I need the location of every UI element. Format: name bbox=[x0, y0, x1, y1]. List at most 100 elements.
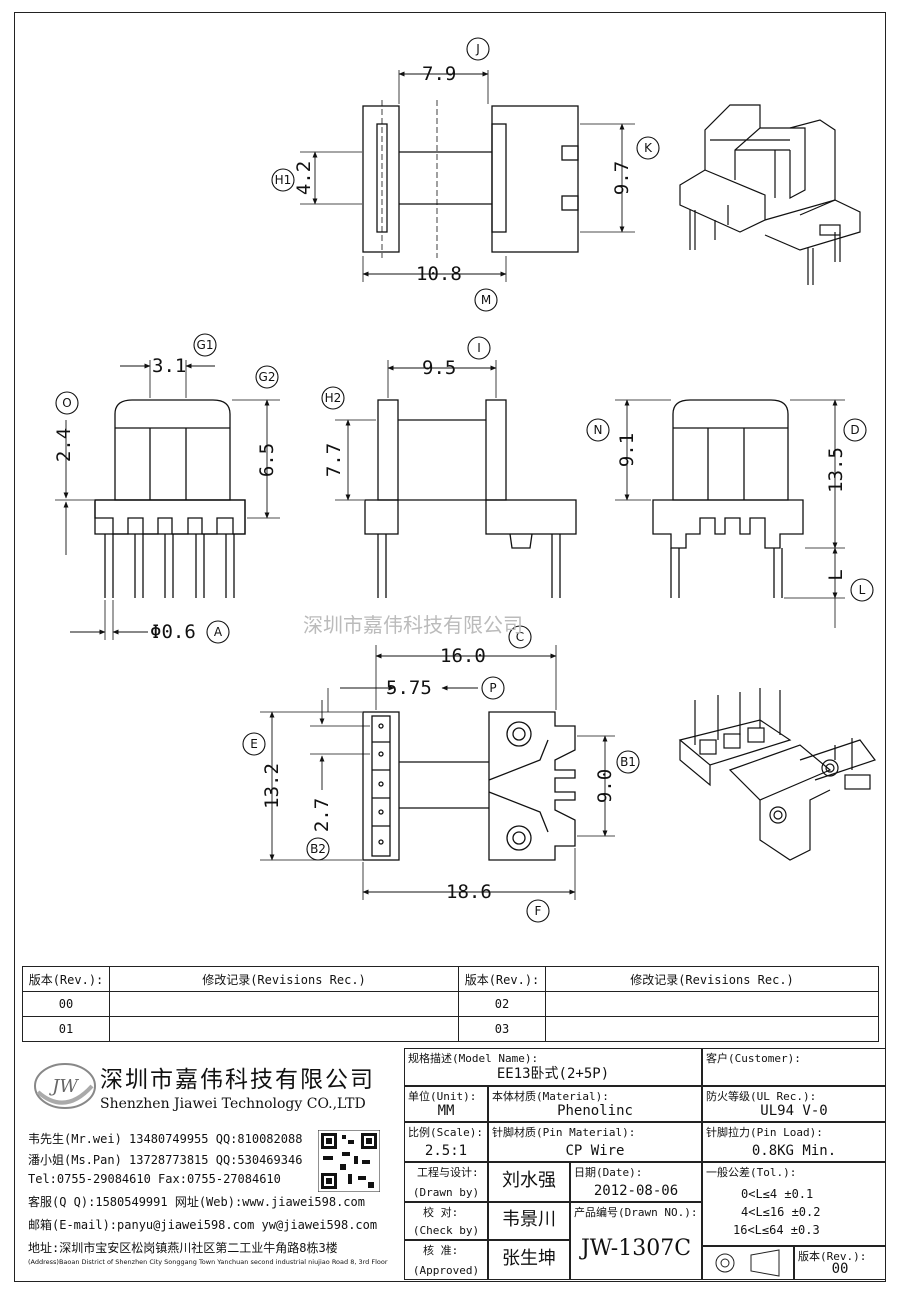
dim-i: 9.5 bbox=[422, 357, 456, 379]
dim-l: L bbox=[825, 569, 847, 580]
spec-grid: 规格描述(Model Name): EE13卧式(2+5P) 客户(Custom… bbox=[404, 1048, 886, 1280]
company-name-cn: 深圳市嘉伟科技有限公司 bbox=[100, 1067, 375, 1093]
pin-load-value: 0.8KG Min. bbox=[751, 1143, 837, 1159]
rec-header-1: 修改记录(Revisions Rec.) bbox=[109, 966, 459, 992]
dim-g1: 3.1 bbox=[152, 355, 186, 377]
dim-a: Φ0.6 bbox=[150, 621, 196, 643]
tolerance-row-2: 4<L≤16 ±0.2 bbox=[741, 1205, 821, 1219]
rev-header-1: 版本(Rev.): bbox=[22, 966, 110, 992]
dim-k: 9.7 bbox=[611, 161, 633, 195]
revision-table: 版本(Rev.): 修改记录(Revisions Rec.) 版本(Rev.):… bbox=[22, 966, 879, 1042]
dim-f: 18.6 bbox=[446, 881, 492, 903]
rec-cell bbox=[109, 991, 459, 1017]
dim-n: 9.1 bbox=[616, 433, 638, 467]
check-label: 校 对: bbox=[423, 1206, 459, 1219]
pin-material-value: CP Wire bbox=[565, 1143, 625, 1159]
callout-a: A bbox=[214, 625, 223, 639]
isometric-view-top bbox=[679, 104, 861, 285]
drawn-label: 工程与设计: bbox=[417, 1166, 479, 1179]
model-value: EE13卧式(2+5P) bbox=[496, 1066, 610, 1082]
callout-e: E bbox=[250, 737, 258, 751]
scale-cell: 比例(Scale): 2.5:1 bbox=[404, 1122, 488, 1162]
logo-text: JW bbox=[48, 1076, 79, 1097]
callout-d: D bbox=[850, 423, 859, 437]
tolerance-cell: 一般公差(Tol.): 0<L≤4 ±0.1 4<L≤16 ±0.2 16<L≤… bbox=[702, 1162, 886, 1246]
drawn-by-cell: 工程与设计: (Drawn by) bbox=[404, 1162, 488, 1202]
approve-by-value-cell: 张生坤 bbox=[488, 1240, 570, 1280]
projection-symbol-icon bbox=[715, 1249, 780, 1277]
pin-load-label: 针脚拉力(Pin Load): bbox=[706, 1126, 823, 1139]
technical-drawing: 7.9 4.2 9.7 10.8 3.1 2.4 6.5 Φ0.6 9.5 7.… bbox=[53, 37, 876, 923]
customer-label: 客户(Customer): bbox=[706, 1052, 801, 1065]
callout-b1: B1 bbox=[620, 755, 636, 769]
dim-b1: 9.0 bbox=[594, 769, 616, 803]
approve-label: 核 准: bbox=[423, 1244, 459, 1257]
material-label: 本体材质(Material): bbox=[492, 1090, 609, 1103]
callout-p: P bbox=[489, 681, 496, 695]
customer-cell: 客户(Customer): bbox=[702, 1048, 886, 1086]
callout-f: F bbox=[535, 904, 542, 918]
rev-cell: 00 bbox=[22, 991, 110, 1017]
rev-cell: 02 bbox=[458, 991, 546, 1017]
title-block: JW 深圳市嘉伟科技有限公司 Shenzhen Jiawei Technolog… bbox=[22, 1048, 886, 1280]
dim-m: 10.8 bbox=[416, 263, 462, 285]
callout-m: M bbox=[481, 293, 491, 307]
dim-e: 13.2 bbox=[261, 763, 283, 809]
rec-cell bbox=[545, 1016, 879, 1042]
version-label: 版本(Rev.): bbox=[798, 1250, 867, 1263]
approve-value: 张生坤 bbox=[502, 1248, 556, 1269]
pin-load-cell: 针脚拉力(Pin Load): 0.8KG Min. bbox=[702, 1122, 886, 1162]
projection-symbol-cell bbox=[702, 1246, 794, 1280]
company-logo-icon: JW bbox=[34, 1063, 96, 1109]
check-value: 韦景川 bbox=[502, 1209, 556, 1230]
fire-label: 防火等级(UL Rec.): bbox=[706, 1090, 817, 1103]
unit-label: 单位(Unit): bbox=[408, 1090, 477, 1103]
fire-value: UL94 V-0 bbox=[760, 1103, 828, 1119]
bottom-view bbox=[260, 645, 615, 900]
company-name-en: Shenzhen Jiawei Technology CO.,LTD bbox=[100, 1096, 366, 1112]
drawing-number-value: JW-1307C bbox=[580, 1236, 692, 1261]
qr-code-icon bbox=[318, 1130, 380, 1192]
watermark-text: 深圳市嘉伟科技有限公司 bbox=[303, 613, 523, 637]
dim-d: 13.5 bbox=[825, 447, 847, 493]
callout-circles bbox=[55, 37, 874, 923]
date-value: 2012-08-06 bbox=[593, 1183, 679, 1199]
tolerance-row-1: 0<L≤4 ±0.1 bbox=[741, 1187, 814, 1201]
scale-label: 比例(Scale): bbox=[408, 1126, 483, 1139]
pin-material-cell: 针脚材质(Pin Material): CP Wire bbox=[488, 1122, 702, 1162]
dim-h1: 4.2 bbox=[293, 161, 315, 195]
dim-b2: 2.7 bbox=[311, 798, 333, 832]
address-en: (Address)Baoan District of Shenzhen City… bbox=[28, 1258, 388, 1266]
callout-h1: H1 bbox=[275, 173, 292, 187]
contact-pan: 潘小姐(Ms.Pan) 13728773815 QQ:530469346 bbox=[28, 1153, 303, 1167]
callout-h2: H2 bbox=[325, 391, 342, 405]
drawn-sub: (Drawn by) bbox=[412, 1186, 480, 1199]
dim-g2: 6.5 bbox=[256, 443, 278, 477]
date-label: 日期(Date): bbox=[574, 1166, 643, 1179]
model-label: 规格描述(Model Name): bbox=[408, 1052, 539, 1065]
isometric-view-bottom bbox=[678, 688, 876, 861]
tolerance-label: 一般公差(Tol.): bbox=[706, 1166, 797, 1179]
dim-j: 7.9 bbox=[422, 63, 456, 85]
contact-email: 邮箱(E-mail):panyu@jiawei598.com yw@jiawei… bbox=[28, 1218, 378, 1232]
top-view bbox=[300, 70, 635, 282]
dim-h2: 7.7 bbox=[323, 443, 345, 477]
rec-cell bbox=[109, 1016, 459, 1042]
drawing-frame bbox=[14, 12, 886, 1282]
callout-n: N bbox=[594, 423, 603, 437]
version-cell: 版本(Rev.): 00 bbox=[794, 1246, 886, 1280]
callout-o: O bbox=[62, 396, 71, 410]
callout-i: I bbox=[477, 341, 481, 355]
drawing-number-label: 产品编号(Drawn NO.): bbox=[574, 1206, 698, 1219]
drawn-by-value-cell: 刘水强 bbox=[488, 1162, 570, 1202]
company-info: JW 深圳市嘉伟科技有限公司 Shenzhen Jiawei Technolog… bbox=[22, 1048, 402, 1280]
rev-cell: 01 bbox=[22, 1016, 110, 1042]
dim-p: 5.75 bbox=[386, 677, 432, 699]
unit-value: MM bbox=[437, 1103, 455, 1119]
pin-material-label: 针脚材质(Pin Material): bbox=[492, 1126, 636, 1139]
side-view bbox=[335, 360, 577, 598]
check-sub: (Check by) bbox=[412, 1224, 480, 1237]
end-view bbox=[615, 399, 845, 628]
callout-b2: B2 bbox=[310, 842, 326, 856]
dim-o: 2.4 bbox=[53, 428, 75, 462]
